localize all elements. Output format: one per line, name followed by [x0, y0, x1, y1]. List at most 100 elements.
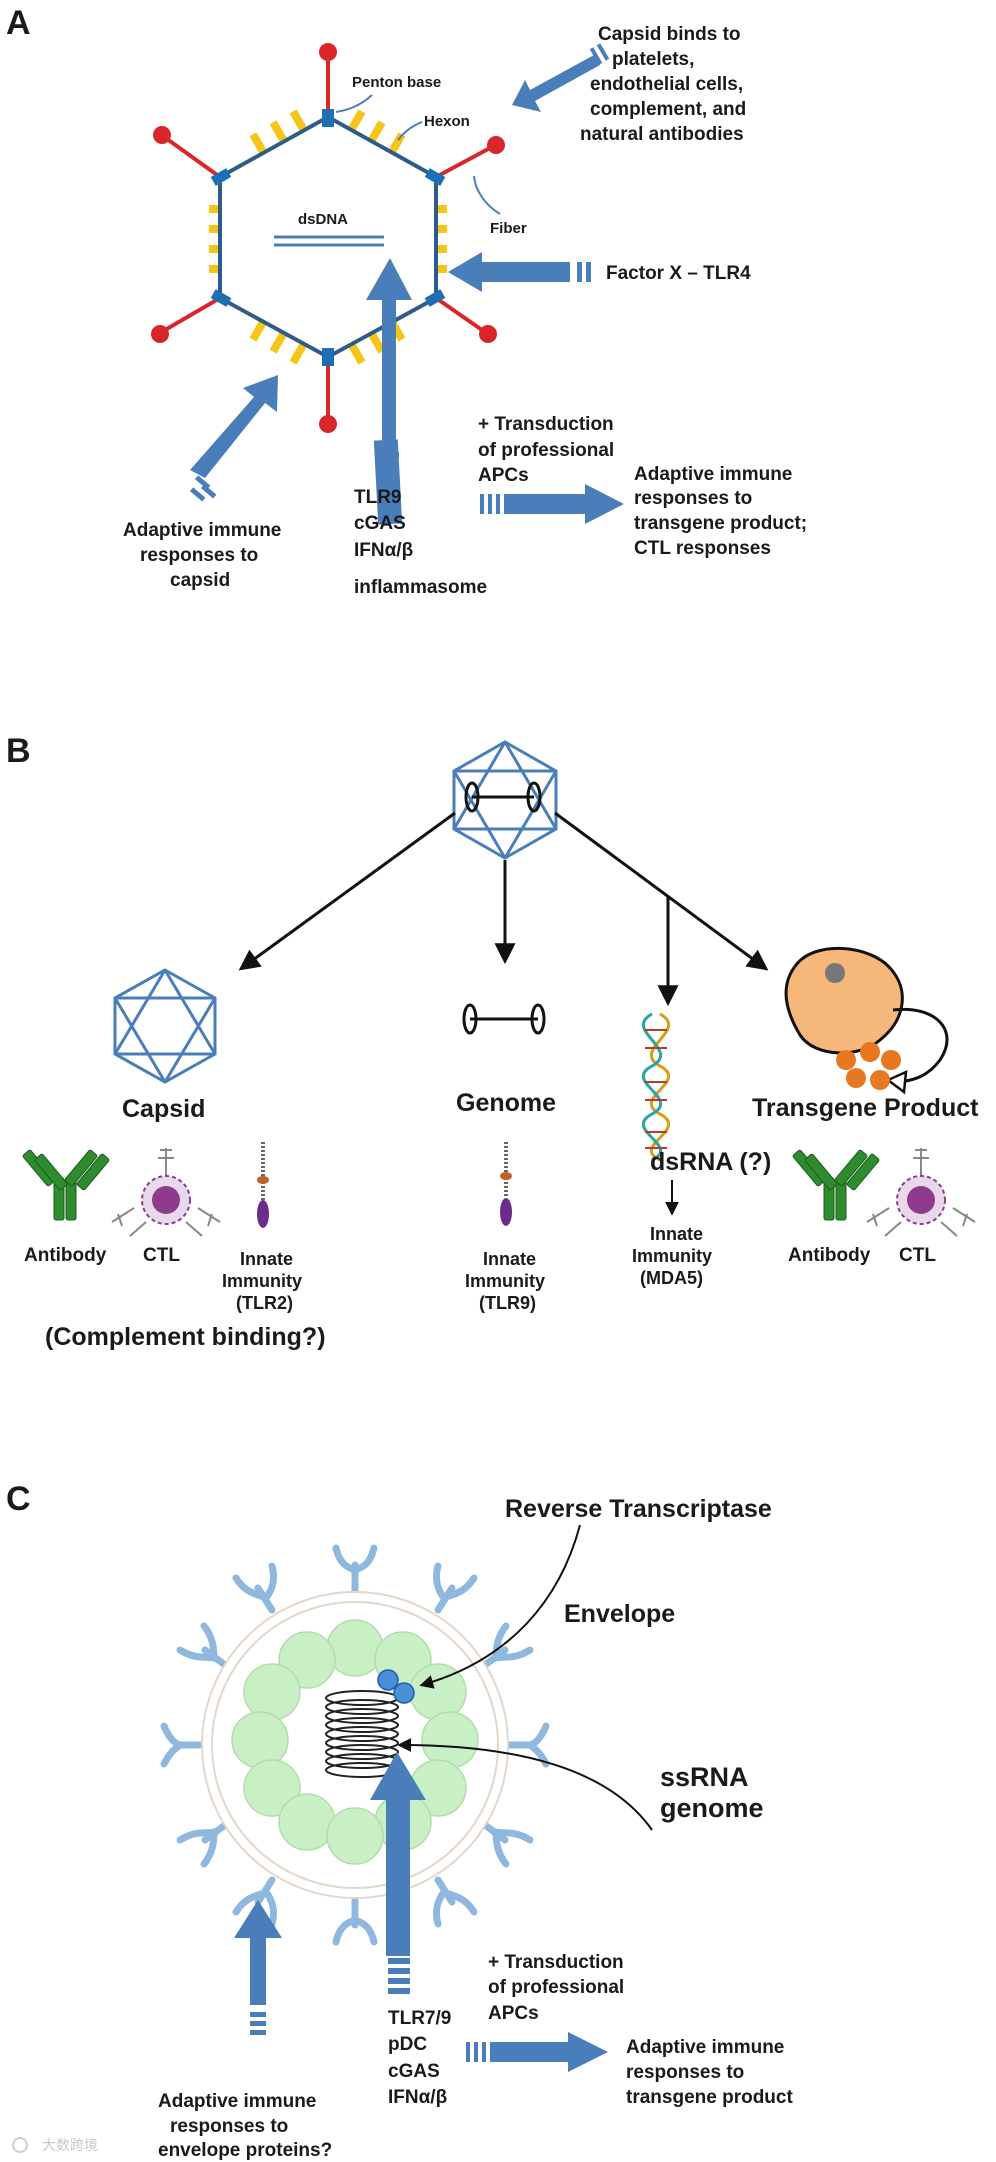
panel-b-letter: B — [6, 732, 31, 770]
dsrna-heading: dsRNA (?) — [650, 1148, 771, 1176]
watermark: 大数跨境 — [12, 2137, 98, 2154]
svg-text:responses to: responses to — [634, 488, 752, 509]
envelope-glycoproteins — [160, 1544, 550, 1946]
dsdna-lines — [274, 235, 384, 247]
ctl-icon-1 — [111, 1148, 221, 1237]
ssrna-pointer — [397, 1738, 653, 1831]
svg-text:endothelial cells,: endothelial cells, — [590, 74, 743, 95]
dsrna-helix-icon — [642, 1012, 670, 1162]
panel-c-letter: C — [6, 1480, 31, 1518]
svg-text:cGAS: cGAS — [388, 2061, 440, 2082]
svg-text:TLR7/9: TLR7/9 — [388, 2008, 451, 2029]
reverse-transcriptase-molecules — [377, 1669, 415, 1704]
svg-text:Innate: Innate — [650, 1224, 703, 1244]
panel-c: C — [6, 1480, 793, 2161]
transduced-cell-icon — [784, 946, 949, 1095]
svg-text:IFNα/β: IFNα/β — [388, 2087, 447, 2108]
panel-b: B — [6, 732, 979, 1351]
antibody-icon-2 — [792, 1149, 880, 1221]
penton-bases — [210, 109, 446, 366]
svg-text:Capsid binds to: Capsid binds to — [598, 24, 741, 45]
svg-text:APCs: APCs — [478, 465, 529, 486]
innate-mda5-text: Innate Immunity (MDA5) — [632, 1224, 712, 1288]
fiber-spikes — [163, 58, 491, 418]
transduction-text-c: + Transduction of professional APCs — [488, 1952, 624, 2024]
aav-genome-inner — [464, 781, 542, 813]
svg-text:complement, and: complement, and — [590, 99, 746, 120]
svg-text:Adaptive immune: Adaptive immune — [123, 520, 281, 541]
innate-tlr9-text: Innate Immunity (TLR9) — [465, 1249, 545, 1313]
adaptive-transgene-text-a: Adaptive immune responses to transgene p… — [634, 464, 807, 559]
antibody-label-1: Antibody — [24, 1245, 107, 1266]
svg-text:pDC: pDC — [388, 2034, 427, 2055]
innate-tlr2-text: Innate Immunity (TLR2) — [222, 1249, 302, 1313]
svg-text:natural antibodies: natural antibodies — [580, 124, 744, 145]
tlr9-arrow — [366, 258, 412, 525]
antibody-icon-1 — [22, 1149, 110, 1221]
svg-text:of professional: of professional — [488, 1977, 624, 1998]
svg-text:Adaptive immune: Adaptive immune — [626, 2037, 784, 2058]
hexon-label: Hexon — [424, 113, 470, 130]
svg-text:TLR9: TLR9 — [354, 487, 402, 508]
svg-text:Innate: Innate — [483, 1249, 536, 1269]
svg-text:大数跨境: 大数跨境 — [42, 2138, 98, 2154]
panel-a: A — [6, 4, 807, 598]
envelope-label: Envelope — [564, 1600, 675, 1628]
svg-text:APCs: APCs — [488, 2003, 539, 2024]
svg-text:+ Transduction: + Transduction — [488, 1952, 624, 1973]
transduction-arrow-a — [480, 484, 624, 524]
svg-text:(TLR9): (TLR9) — [479, 1293, 536, 1313]
aav-virion-icon — [452, 740, 558, 860]
ctl-icon-2 — [866, 1148, 976, 1237]
penton-base-label: Penton base — [352, 74, 441, 91]
transduction-text-a: + Transduction of professional APCs — [478, 414, 614, 486]
rt-pointer — [419, 1524, 581, 1689]
svg-text:IFNα/β: IFNα/β — [354, 540, 413, 561]
svg-text:CTL responses: CTL responses — [634, 538, 771, 559]
ssrna-label: ssRNA genome — [660, 1762, 764, 1823]
adaptive-capsid-text: Adaptive immune responses to capsid — [123, 520, 281, 591]
branch-arrows — [238, 811, 769, 1007]
tlr79-arrow — [370, 1752, 426, 1994]
genome-icon — [462, 1003, 546, 1035]
panel-a-letter: A — [6, 4, 31, 42]
tlr9-receptor-icon — [500, 1142, 512, 1226]
svg-text:Immunity: Immunity — [222, 1271, 302, 1291]
svg-text:Immunity: Immunity — [465, 1271, 545, 1291]
antibody-label-2: Antibody — [788, 1245, 871, 1266]
svg-text:responses to: responses to — [170, 2116, 288, 2137]
svg-text:Adaptive immune: Adaptive immune — [158, 2091, 316, 2112]
sensors-text-c: TLR7/9 pDC cGAS IFNα/β — [388, 2008, 451, 2108]
factor-x-arrow — [448, 252, 591, 292]
svg-text:Immunity: Immunity — [632, 1246, 712, 1266]
capsid-heading: Capsid — [122, 1095, 205, 1123]
ctl-label-2: CTL — [899, 1245, 936, 1266]
capsid-icon — [113, 968, 217, 1084]
svg-text:genome: genome — [660, 1793, 764, 1823]
fiber-pointer — [473, 175, 501, 215]
adaptive-transgene-text-c: Adaptive immune responses to transgene p… — [626, 2037, 793, 2108]
svg-text:capsid: capsid — [170, 570, 230, 591]
tlr9-arrow-dashes — [379, 452, 399, 478]
sensors-text-a: TLR9 cGAS IFNα/β inflammasome — [354, 487, 487, 598]
factor-x-label: Factor X – TLR4 — [606, 263, 751, 284]
fiber-label: Fiber — [490, 220, 527, 237]
svg-text:(TLR2): (TLR2) — [236, 1293, 293, 1313]
hexon-pointer — [397, 121, 423, 141]
svg-text:cGAS: cGAS — [354, 513, 406, 534]
svg-text:platelets,: platelets, — [612, 49, 694, 70]
adaptive-envelope-text: Adaptive immune responses to envelope pr… — [158, 2091, 332, 2161]
adaptive-envelope-arrow — [234, 1900, 282, 2035]
svg-text:+ Transduction: + Transduction — [478, 414, 614, 435]
transgene-product-beads — [836, 1042, 901, 1090]
transduction-arrow-c — [466, 2032, 608, 2072]
svg-text:responses to: responses to — [626, 2062, 744, 2083]
tlr2-receptor-icon — [257, 1142, 269, 1228]
svg-text:Innate: Innate — [240, 1249, 293, 1269]
ctl-label-1: CTL — [143, 1245, 180, 1266]
svg-text:inflammasome: inflammasome — [354, 577, 487, 598]
penton-pointer — [335, 94, 373, 113]
rt-label: Reverse Transcriptase — [505, 1495, 772, 1523]
fiber-knobs — [151, 43, 505, 433]
